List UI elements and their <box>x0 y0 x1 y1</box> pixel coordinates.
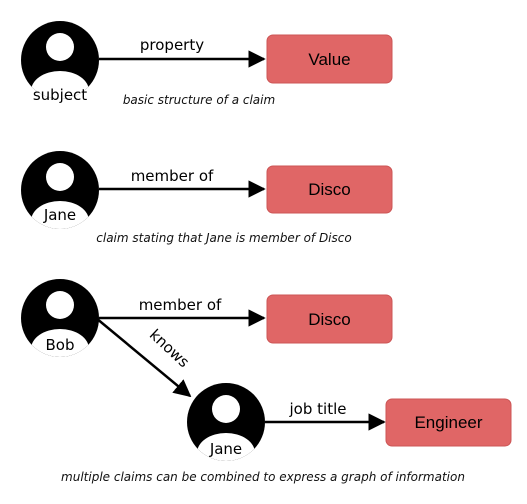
job-title-label: job title <box>289 400 347 418</box>
knows-edge <box>95 317 192 398</box>
caption-jane-claim: claim stating that Jane is member of Dis… <box>96 231 351 245</box>
bob-label: Bob <box>46 336 75 354</box>
jane-label: Jane <box>43 206 76 224</box>
caption-basic-claim: basic structure of a claim <box>123 93 275 107</box>
member-of-label: member of <box>131 167 214 185</box>
example-graph: Bob member of Disco knows Jane job title… <box>21 279 512 484</box>
person-avatar-icon <box>21 151 99 229</box>
property-label: property <box>140 36 204 54</box>
disco-label: Disco <box>308 180 351 199</box>
person-avatar-icon <box>21 21 99 99</box>
bob-member-of-label: member of <box>139 296 222 314</box>
person-avatar-icon <box>187 383 265 461</box>
example-basic-claim: subject property Value basic structure o… <box>21 21 393 107</box>
person-avatar-icon <box>21 279 99 357</box>
second-jane-label: Jane <box>209 440 242 458</box>
engineer-label: Engineer <box>414 413 482 432</box>
engineer-box <box>385 398 512 447</box>
value-label: Value <box>308 50 350 69</box>
value-box <box>266 34 393 84</box>
bob-disco-box <box>266 294 393 344</box>
disco-box <box>266 165 393 214</box>
subject-label: subject <box>33 86 87 104</box>
example-jane-claim: Jane member of Disco claim stating that … <box>21 151 393 245</box>
bob-disco-label: Disco <box>308 310 351 329</box>
caption-graph: multiple claims can be combined to expre… <box>61 470 465 484</box>
